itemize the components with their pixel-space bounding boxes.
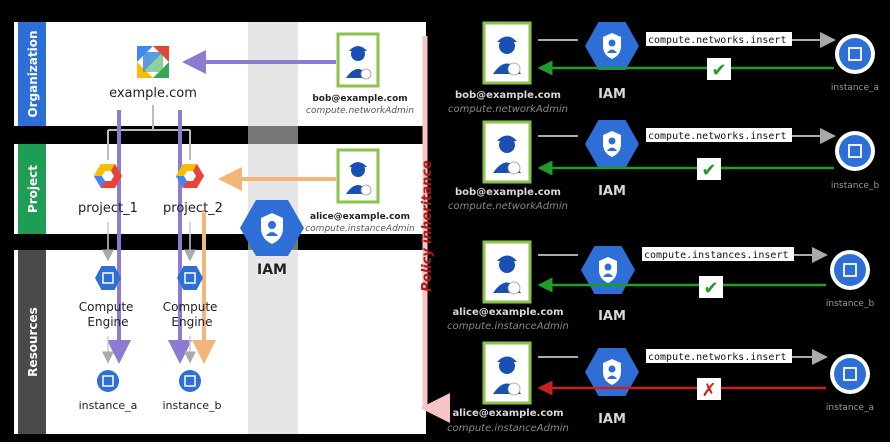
row-3-instance: instance_b bbox=[826, 299, 875, 309]
row-4-result-icon: ✗ bbox=[701, 380, 716, 401]
row-1-iam-label: IAM bbox=[598, 87, 626, 102]
compute-engine-label-2: Compute Engine bbox=[163, 300, 222, 329]
compute-engine-label-1-line1: Compute bbox=[79, 300, 134, 314]
row-1-iam-icon bbox=[585, 22, 639, 70]
row-2-result-icon: ✔ bbox=[701, 160, 716, 181]
compute-engine-label-2-line2: Engine bbox=[171, 315, 212, 329]
compute-engine-label-2-line1: Compute bbox=[163, 300, 218, 314]
compute-engine-label-1-line2: Engine bbox=[87, 315, 128, 329]
alice-email-left: alice@example.com bbox=[310, 212, 410, 222]
row-1-user-icon bbox=[482, 21, 532, 85]
band-label-resources bbox=[18, 250, 46, 434]
row-2-role: compute.networkAdmin bbox=[448, 201, 568, 212]
row-3-instance-icon bbox=[830, 250, 870, 290]
instance-a-label: instance_a bbox=[79, 399, 138, 412]
row-4-role: compute.instanceAdmin bbox=[447, 423, 569, 434]
row-3-result-icon: ✔ bbox=[703, 278, 718, 299]
project-2-label: project_2 bbox=[163, 201, 223, 216]
band-label-organization bbox=[18, 22, 46, 126]
row-2-iam-label: IAM bbox=[598, 184, 626, 199]
row-3-email: alice@example.com bbox=[452, 307, 563, 318]
row-4-email: alice@example.com bbox=[452, 408, 563, 419]
alice-role-left: compute.instanceAdmin bbox=[305, 224, 415, 234]
row-2-instance-icon bbox=[835, 131, 875, 171]
row-1-role: compute.networkAdmin bbox=[448, 104, 568, 115]
row-3-action: compute.instances.insert bbox=[644, 250, 789, 261]
row-4-instance: instance_a bbox=[826, 403, 874, 413]
row-2-action: compute.networks.insert bbox=[648, 131, 786, 142]
row-4-iam-label: IAM bbox=[598, 412, 626, 427]
row-3-iam-label: IAM bbox=[598, 309, 626, 324]
row-4-user-icon bbox=[482, 341, 532, 405]
row-2-instance: instance_b bbox=[831, 181, 880, 191]
bob-email-left: bob@example.com bbox=[312, 94, 407, 104]
band-label-resources-text: Resources bbox=[26, 307, 40, 377]
row-1-instance-icon bbox=[835, 34, 875, 74]
row-2-email: bob@example.com bbox=[455, 187, 561, 198]
row-1-action: compute.networks.insert bbox=[648, 35, 786, 46]
bob-role-left: compute.networkAdmin bbox=[306, 106, 414, 116]
check-row-3: alice@example.com compute.instanceAdmin … bbox=[447, 240, 875, 332]
row-4-instance-icon bbox=[830, 354, 870, 394]
iam-icon-large bbox=[240, 200, 304, 256]
instance-b-icon bbox=[179, 370, 201, 392]
project-2-icon bbox=[176, 164, 204, 188]
hierarchy-panel: Organization Project Resources example.c… bbox=[14, 22, 450, 434]
alice-user-icon bbox=[336, 148, 380, 204]
check-row-2: bob@example.com compute.networkAdmin IAM… bbox=[448, 120, 879, 212]
check-row-1: bob@example.com compute.networkAdmin IAM… bbox=[448, 21, 879, 115]
row-2-iam-icon bbox=[585, 120, 639, 168]
band-label-project-text: Project bbox=[26, 165, 40, 213]
project-1-label: project_1 bbox=[78, 201, 138, 216]
compute-engine-label-1: Compute Engine bbox=[79, 300, 138, 329]
band-label-organization-text: Organization bbox=[26, 30, 40, 117]
compute-engine-icon-1 bbox=[95, 266, 121, 290]
instance-a-icon bbox=[97, 370, 119, 392]
row-3-user-icon bbox=[482, 240, 532, 304]
iam-label-large: IAM bbox=[257, 262, 287, 278]
project-1-icon bbox=[94, 164, 122, 188]
row-4-iam-icon bbox=[585, 348, 639, 396]
row-1-email: bob@example.com bbox=[455, 90, 561, 101]
compute-engine-icon-2 bbox=[177, 266, 203, 290]
resources-band bbox=[14, 250, 426, 434]
org-name: example.com bbox=[109, 86, 197, 101]
row-1-result-icon: ✔ bbox=[711, 60, 726, 81]
instance-b-label: instance_b bbox=[162, 399, 221, 412]
access-checks-panel: bob@example.com compute.networkAdmin IAM… bbox=[447, 21, 879, 434]
row-1-instance: instance_a bbox=[831, 83, 879, 93]
row-2-user-icon bbox=[482, 120, 532, 184]
bob-user-icon bbox=[336, 32, 380, 88]
row-4-action: compute.networks.insert bbox=[648, 352, 786, 363]
policy-inheritance-label: Policy inheritance bbox=[420, 160, 435, 292]
organization-logo-icon bbox=[137, 46, 169, 78]
row-3-role: compute.instanceAdmin bbox=[447, 321, 569, 332]
check-row-4: alice@example.com compute.instanceAdmin … bbox=[447, 341, 874, 434]
row-3-iam-icon bbox=[581, 246, 635, 294]
band-label-project bbox=[18, 144, 46, 234]
